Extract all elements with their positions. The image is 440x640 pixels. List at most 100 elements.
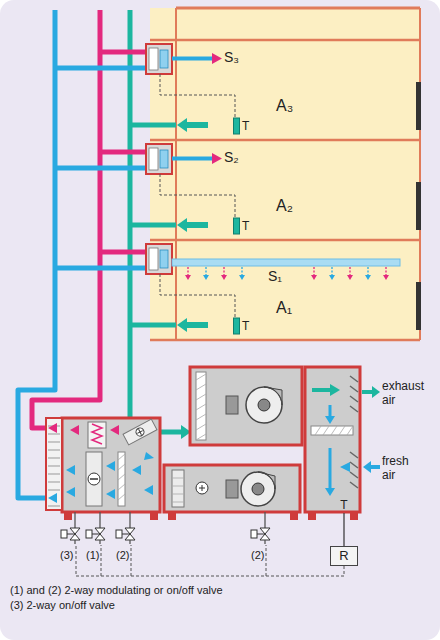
mixing-box-module xyxy=(350,452,358,488)
controller-box: R xyxy=(330,546,358,566)
unit-feet xyxy=(350,512,358,520)
supply-air-handler xyxy=(46,418,62,510)
building xyxy=(150,139,420,142)
mixing-box-module xyxy=(329,448,332,490)
supply-air-handler xyxy=(118,452,125,506)
sensor-symbol xyxy=(233,317,240,335)
supply-air-handler xyxy=(144,485,153,495)
mixing-box-module xyxy=(340,462,350,472)
ceiling-supply-duct xyxy=(187,267,188,275)
temperature-sensor: T xyxy=(233,117,255,135)
ceiling-supply-duct xyxy=(349,267,350,275)
sensor-wire xyxy=(343,513,344,546)
valve-callout: (3) xyxy=(60,549,73,562)
supply-fan-module xyxy=(172,470,184,507)
ceiling-supply-duct xyxy=(367,267,368,275)
supply-air-handler xyxy=(135,427,146,438)
mixing-box-module xyxy=(305,367,360,512)
building xyxy=(416,82,421,130)
unit-feet xyxy=(64,512,358,520)
ceiling-supply-duct xyxy=(185,275,191,280)
supply-air-handler xyxy=(88,422,106,448)
floor-fan-coil-kit xyxy=(55,44,235,132)
building xyxy=(176,7,420,10)
mixing-box-module xyxy=(372,386,380,398)
supply-air-handler xyxy=(70,425,79,435)
temperature-sensor: T xyxy=(233,317,255,335)
air-flow-label: fresh air xyxy=(382,455,418,483)
two-way-valve xyxy=(251,512,270,544)
supply-air-handler xyxy=(88,473,100,485)
supply-air-handler xyxy=(66,465,75,475)
exhaust-fan-module xyxy=(190,367,302,445)
building xyxy=(150,39,420,42)
valve-callout: (2) xyxy=(116,549,129,562)
supply-air-handler xyxy=(123,419,157,445)
supply-fan-module xyxy=(252,483,264,495)
supply-air-handler xyxy=(62,418,160,512)
sensor-symbol xyxy=(233,117,240,135)
mixing-box-module xyxy=(350,376,358,412)
room-label: A₁ xyxy=(276,299,292,317)
room-label: A₃ xyxy=(276,97,293,115)
mixing-box-module xyxy=(311,426,353,435)
supply-air-handler xyxy=(48,423,57,433)
ceiling-supply-duct xyxy=(203,275,209,280)
ceiling-supply-duct xyxy=(313,267,314,275)
air-flow-label: exhaust air xyxy=(382,380,430,408)
unit-feet xyxy=(290,512,298,520)
supply-fan-module xyxy=(196,482,208,494)
sensor-symbol xyxy=(233,217,240,235)
room-zone: A₁ T xyxy=(176,241,420,339)
building xyxy=(150,239,420,242)
supply-air-handler xyxy=(106,461,115,471)
supply-fan-module xyxy=(172,478,184,502)
two-way-valve xyxy=(116,512,135,544)
sensor-symbol xyxy=(234,118,240,134)
supply-air-handler xyxy=(123,419,157,445)
supply-air-handler xyxy=(90,478,98,480)
ceiling-supply-duct xyxy=(331,267,332,275)
floor-fan-coil-kit xyxy=(55,144,235,232)
supply-air-handler xyxy=(144,452,154,460)
supply-air-handler xyxy=(110,425,119,435)
room-zone: A₃ T xyxy=(176,41,420,139)
duct-risers xyxy=(32,10,100,428)
ceiling-supply-duct xyxy=(241,267,242,275)
supply-air-arrow xyxy=(172,157,212,161)
supply-fan-module xyxy=(164,465,300,512)
ceiling-supply-duct xyxy=(239,275,245,280)
controller-label: R xyxy=(331,547,357,564)
unit-feet xyxy=(64,512,72,520)
sensor-label: T xyxy=(242,318,249,334)
exhaust-fan-module xyxy=(196,372,206,440)
control-signal-line xyxy=(76,545,344,576)
exhaust-fan-module xyxy=(258,399,270,411)
mixing-box-module xyxy=(370,465,380,469)
unit-feet xyxy=(168,512,176,520)
sensor-label: T xyxy=(242,118,249,134)
supply-air-handler xyxy=(48,493,57,503)
mixing-box-module xyxy=(325,488,335,496)
two-way-valve xyxy=(86,512,105,544)
supply-fan-module xyxy=(199,485,205,491)
ceiling-supply-duct xyxy=(172,259,400,280)
supply-air-handler xyxy=(86,452,102,506)
supply-air-label: S₃ xyxy=(224,49,239,65)
sensor-symbol xyxy=(234,218,240,234)
supply-air-handler xyxy=(118,454,125,500)
ceiling-supply-duct xyxy=(385,267,386,275)
building xyxy=(150,339,420,342)
supply-air-handler xyxy=(46,418,160,512)
floor-fan-coil-kit xyxy=(55,244,235,332)
legend-note: (3) 2-way on/off valve xyxy=(10,599,115,612)
exhaust-fan-module xyxy=(226,396,238,414)
ceiling-supply-duct xyxy=(329,275,335,280)
supply-air-handler xyxy=(106,489,115,499)
unit-feet xyxy=(308,512,316,520)
supply-air-label: S₂ xyxy=(224,149,239,165)
ceiling-supply-duct xyxy=(365,275,371,280)
sensor-label: T xyxy=(242,218,249,234)
